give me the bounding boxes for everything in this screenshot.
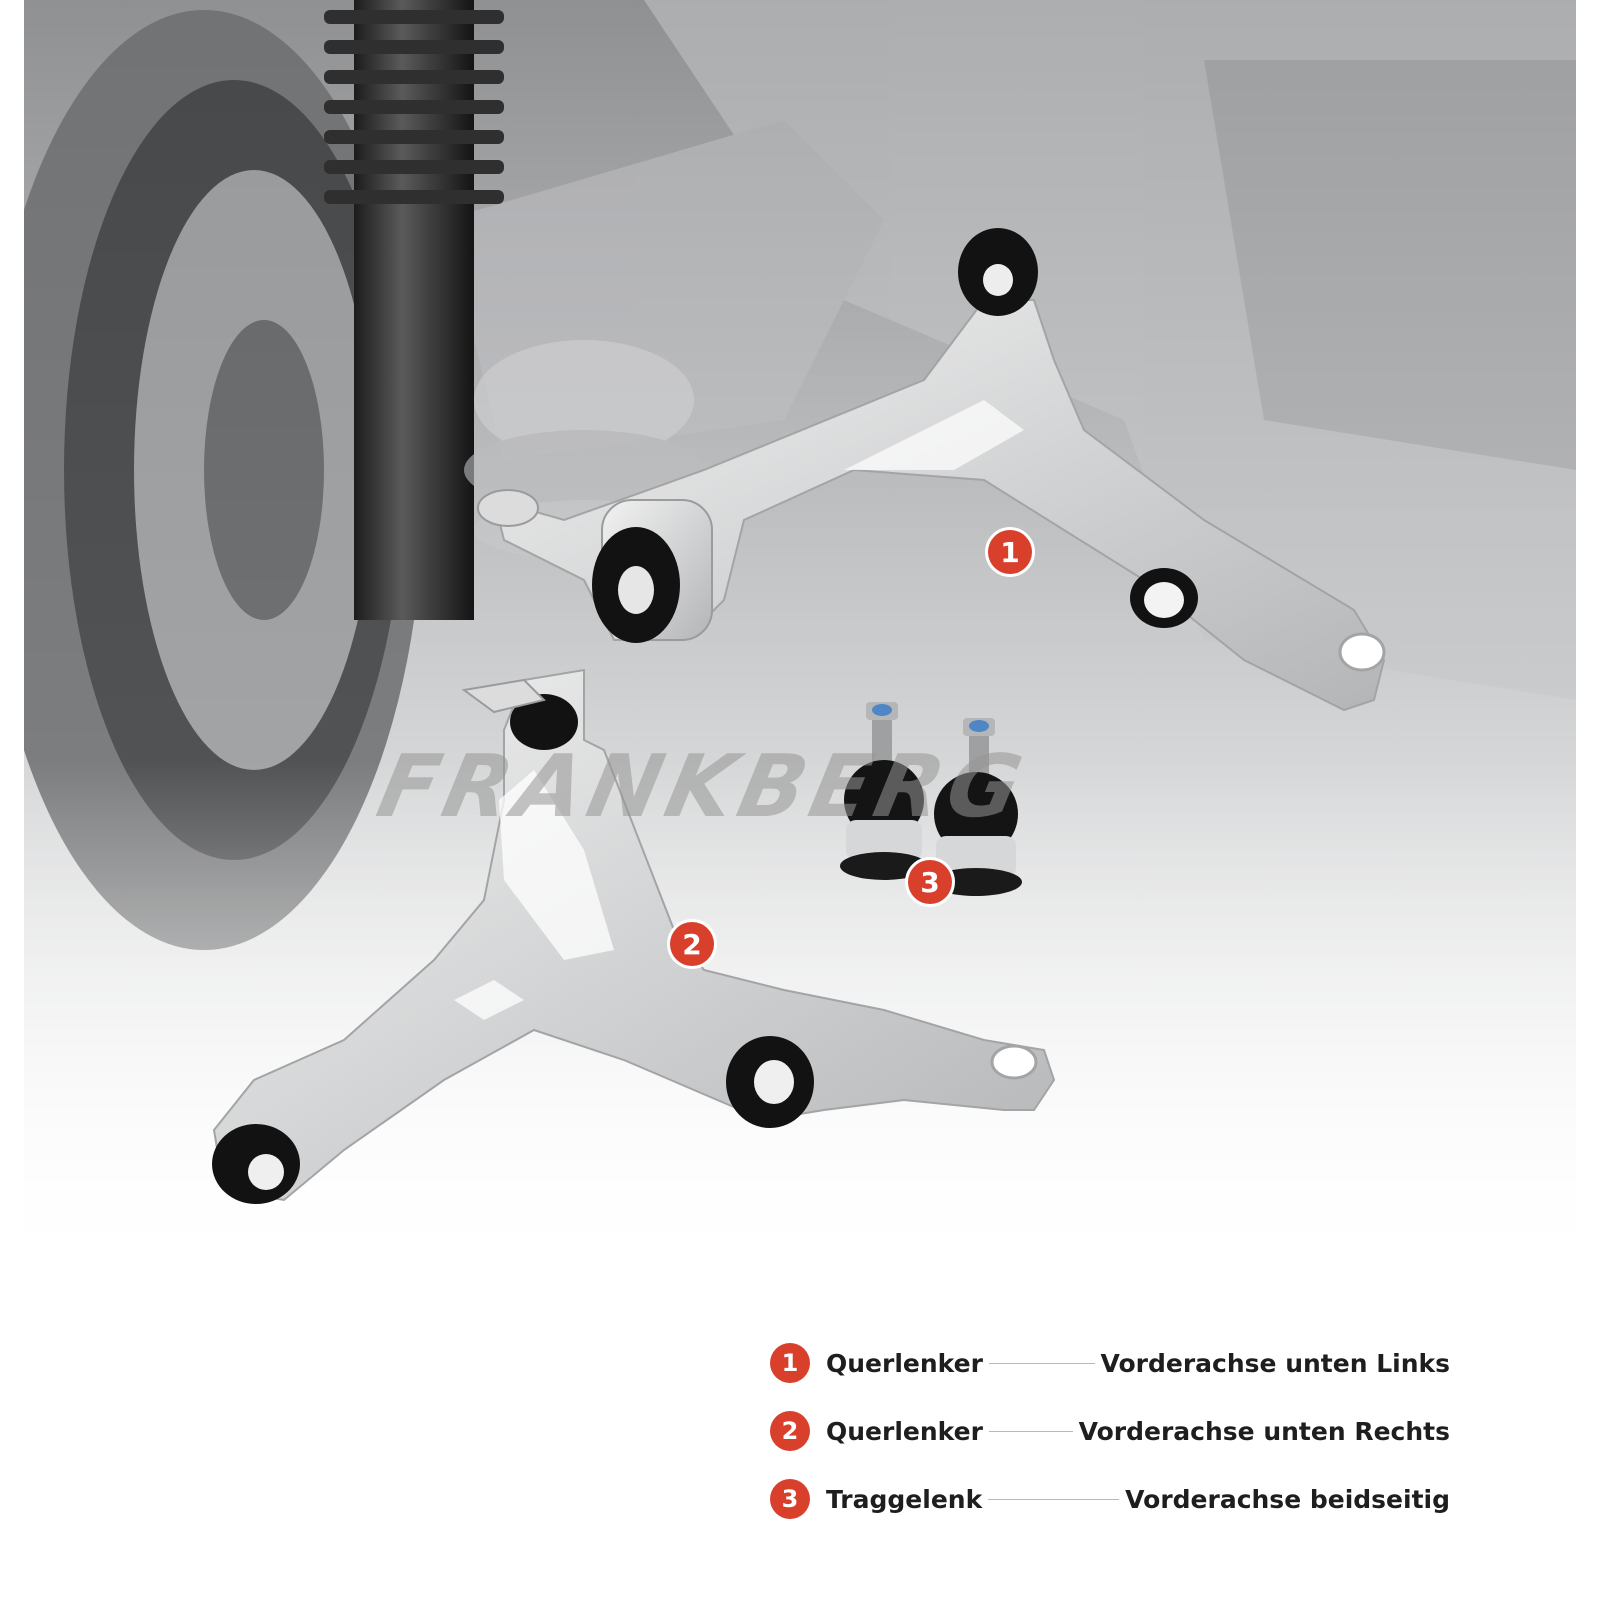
legend-row-2: 2 Querlenker Vorderachse unten Rechts bbox=[770, 1408, 1450, 1454]
legend-part-name: Traggelenk bbox=[826, 1484, 983, 1514]
brand-watermark: FRANKBERG bbox=[369, 737, 1036, 837]
legend-row-3: 3 Traggelenk Vorderachse beidseitig bbox=[770, 1476, 1450, 1522]
product-photo bbox=[24, 0, 1576, 1280]
legend-divider bbox=[988, 1498, 1120, 1500]
legend-part-name: Querlenker bbox=[826, 1416, 983, 1446]
callout-badge-1: 1 bbox=[988, 530, 1032, 574]
wheel-icon bbox=[24, 10, 424, 950]
legend-divider bbox=[988, 1430, 1073, 1432]
callout-badge-3: 3 bbox=[908, 860, 952, 904]
callout-badge-2: 2 bbox=[670, 922, 714, 966]
ball-joint-right-icon bbox=[930, 718, 1022, 896]
control-arm-left-icon bbox=[477, 228, 1386, 712]
legend-position: Vorderachse beidseitig bbox=[1125, 1484, 1450, 1514]
legend-part-name: Querlenker bbox=[826, 1348, 983, 1378]
legend-number-badge: 3 bbox=[770, 1479, 810, 1519]
suspension-strut-icon bbox=[324, 0, 504, 620]
control-arm-right-icon bbox=[212, 668, 1056, 1204]
legend-number-badge: 2 bbox=[770, 1411, 810, 1451]
legend-number-badge: 1 bbox=[770, 1343, 810, 1383]
ball-joint-left-icon bbox=[840, 702, 928, 880]
parts-legend: 1 Querlenker Vorderachse unten Links 2 Q… bbox=[770, 1340, 1450, 1544]
legend-divider bbox=[988, 1362, 1095, 1364]
legend-position: Vorderachse unten Links bbox=[1100, 1348, 1451, 1378]
legend-row-1: 1 Querlenker Vorderachse unten Links bbox=[770, 1340, 1450, 1386]
legend-position: Vorderachse unten Rechts bbox=[1078, 1416, 1450, 1446]
